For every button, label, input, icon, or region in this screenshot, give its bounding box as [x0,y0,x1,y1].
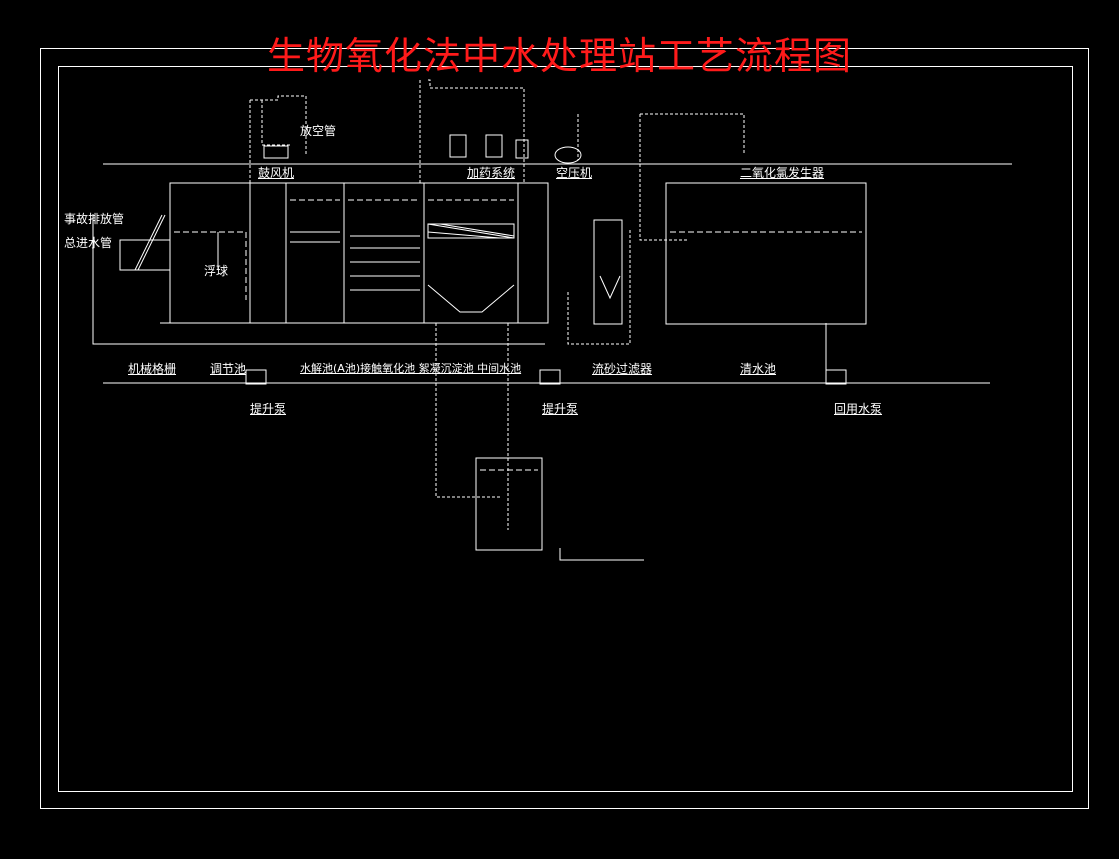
hydrolysis-tank-box [249,182,287,324]
intermediate-tank-box [517,182,549,324]
outer-frame [40,48,1089,809]
equalization-tank-label: 调节池 [210,362,247,376]
float-ball-label: 浮球 [204,264,229,278]
reuse-pump-label: 回用水泵 [834,402,883,416]
sludge-tank-box [475,457,543,551]
dosing-system-label: 加药系统 [467,166,516,180]
equalization-tank-box [169,182,251,324]
air-compressor-label: 空压机 [556,166,593,180]
contact-oxidation-box [343,182,425,324]
screen-label: 机械格栅 [128,362,177,376]
clear-water-tank-label: 清水池 [740,362,777,376]
lift-pump-1-label: 提升泵 [250,402,287,416]
flocculation-box [423,182,519,324]
hydrolysis-tank-2-box [285,182,345,324]
chlorine-dioxide-generator-label: 二氧化氯发生器 [740,166,825,180]
diagram-title: 生物氧化法中水处理站工艺流程图 [266,34,852,78]
vent-pipe-label: 放空管 [300,124,337,138]
sand-filter-box [593,219,623,325]
overflow-pipe-label: 事故排放管 [64,212,125,226]
process-tanks-label: 水解池(A池)接触氧化池 絮凝沉淀池 中间水池 [300,362,522,375]
blower-label: 鼓风机 [258,166,295,180]
main-inlet-pipe-label: 总进水管 [64,236,113,250]
inner-frame [58,66,1073,792]
lift-pump-2-label: 提升泵 [542,402,579,416]
sand-filter-label: 流砂过滤器 [592,362,653,376]
clear-water-tank-box [665,182,867,325]
